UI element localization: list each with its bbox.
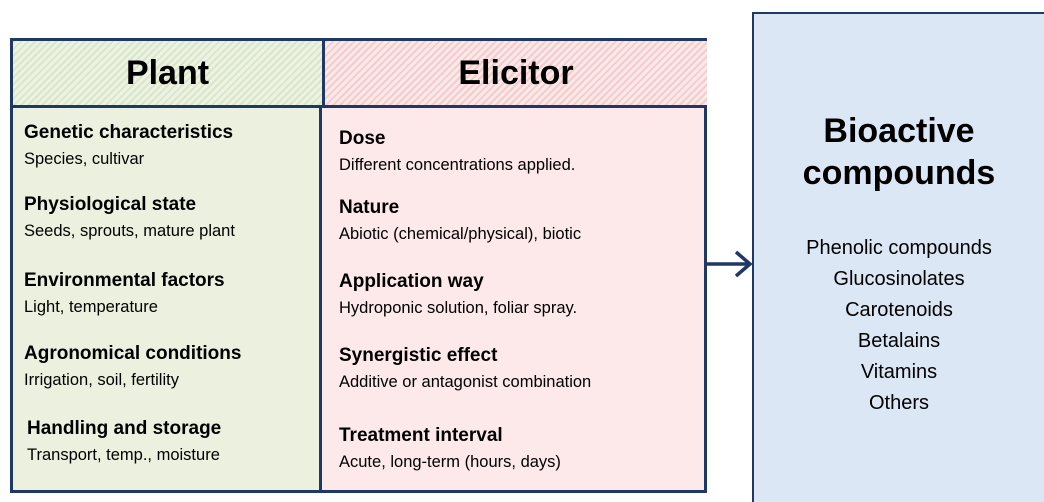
elicitor-factor-item: Dose Different concentrations applied.: [339, 127, 575, 176]
elicitor-factor-title: Dose: [339, 128, 386, 149]
elicitor-factor-desc: Hydroponic solution, foliar spray.: [339, 299, 578, 317]
bioactive-list: Phenolic compounds Glucosinolates Carote…: [754, 233, 1044, 419]
plant-factor-item: Agronomical conditions Irrigation, soil,…: [24, 342, 241, 391]
plant-factor-desc: Species, cultivar: [24, 150, 145, 168]
plant-header-label: Plant: [125, 53, 210, 92]
elicitor-factor-item: Nature Abiotic (chemical/physical), biot…: [339, 196, 581, 245]
plant-factor-desc: Seeds, sprouts, mature plant: [24, 222, 235, 240]
elicitor-header: Elicitor: [322, 38, 707, 108]
bioactive-compounds-panel: Bioactive compounds Phenolic compounds G…: [752, 12, 1044, 502]
elicitor-factor-item: Application way Hydroponic solution, fol…: [339, 270, 577, 319]
plant-factor-item: Environmental factors Light, temperature: [24, 269, 225, 318]
elicitor-factor-title: Treatment interval: [339, 425, 503, 446]
plant-factors-panel: Genetic characteristics Species, cultiva…: [10, 108, 322, 493]
bioactive-item: Phenolic compounds: [806, 237, 992, 259]
bioactive-title: Bioactive compounds: [754, 110, 1044, 194]
elicitor-factor-desc: Different concentrations applied.: [339, 156, 576, 174]
plant-factor-title: Handling and storage: [27, 418, 222, 439]
elicitor-factor-title: Synergistic effect: [339, 345, 498, 366]
bioactive-item: Others: [868, 392, 930, 414]
elicitor-factor-item: Treatment interval Acute, long-term (hou…: [339, 424, 561, 473]
elicitor-factor-desc: Abiotic (chemical/physical), biotic: [339, 225, 582, 243]
bioactive-item: Glucosinolates: [833, 268, 965, 290]
plant-factor-desc: Light, temperature: [24, 298, 158, 316]
plant-factor-desc: Transport, temp., moisture: [27, 446, 220, 464]
plant-factor-title: Physiological state: [24, 194, 197, 215]
plant-factor-item: Genetic characteristics Species, cultiva…: [24, 121, 233, 170]
elicitor-factor-title: Nature: [339, 197, 400, 218]
elicitor-factors-panel: Dose Different concentrations applied. N…: [322, 108, 707, 493]
elicitor-factor-item: Synergistic effect Additive or antagonis…: [339, 344, 591, 393]
elicitor-factor-title: Application way: [339, 271, 484, 292]
bioactive-item: Vitamins: [860, 361, 938, 383]
plant-factor-title: Genetic characteristics: [24, 122, 234, 143]
elicitor-factor-desc: Acute, long-term (hours, days): [339, 453, 561, 471]
plant-header: Plant: [10, 38, 322, 108]
plant-factor-title: Environmental factors: [24, 270, 225, 291]
plant-factor-title: Agronomical conditions: [24, 343, 242, 364]
plant-factor-item: Physiological state Seeds, sprouts, matu…: [24, 193, 235, 242]
arrow-right-icon: [707, 250, 753, 278]
bioactive-title-line2: compounds: [802, 154, 996, 192]
plant-factor-desc: Irrigation, soil, fertility: [24, 371, 179, 389]
bioactive-title-line1: Bioactive: [823, 112, 975, 150]
bioactive-item: Carotenoids: [845, 299, 953, 321]
bioactive-item: Betalains: [857, 330, 941, 352]
elicitor-factor-desc: Additive or antagonist combination: [339, 373, 592, 391]
elicitor-header-label: Elicitor: [458, 53, 574, 92]
plant-factor-item: Handling and storage Transport, temp., m…: [27, 417, 221, 466]
